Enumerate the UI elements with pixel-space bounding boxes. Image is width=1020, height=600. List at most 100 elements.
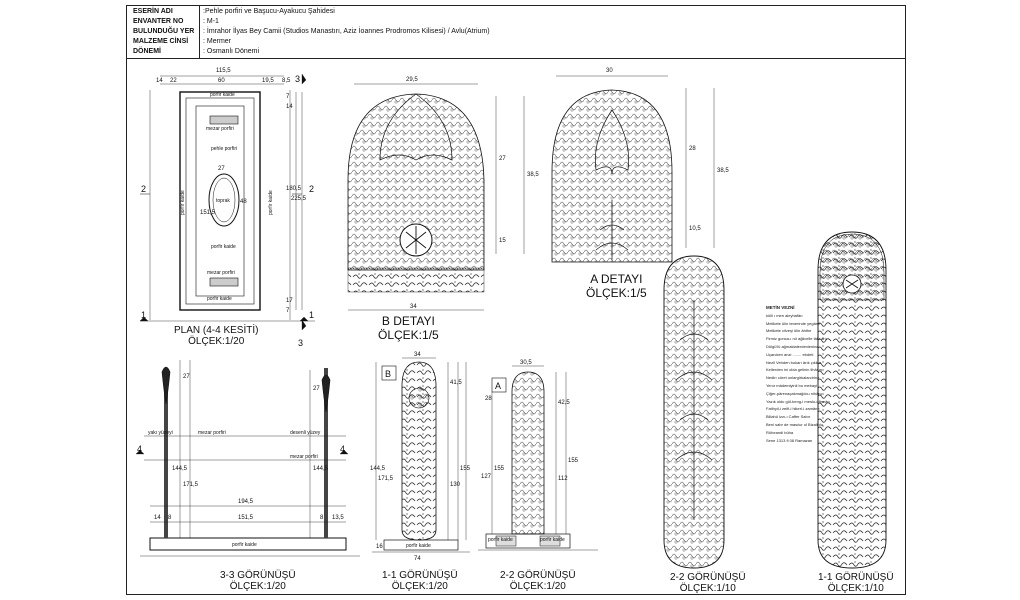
view-2-2-small-caption: 2-2 GÖRÜNÜŞÜ ÖLÇEK:1/20 [500, 570, 576, 592]
dim-label: 115,5 [216, 68, 231, 74]
dim-label: 14 [286, 104, 293, 110]
info-label: ENVANTER NO [133, 18, 184, 25]
inscription-line: Rüheandi bûha [766, 429, 794, 435]
caption-scale: ÖLÇEK:1/5 [378, 328, 439, 342]
title-block: ESERİN ADI :Pehle porfiri ve Başucu-Ayak… [127, 6, 905, 59]
detail-a-dims: 30 28 10,5 38,5 [606, 68, 729, 232]
view-2-2-small-drawing [478, 365, 598, 551]
caption-title: PLAN (4-4 KESİTİ) [174, 325, 259, 336]
inscription-line: Melikete cilveşi ülin âhthe [766, 328, 812, 334]
info-row-inventory: ENVANTER NO : M-1 [127, 17, 905, 27]
detail-b-dims: 29,5 34 27 15 38,5 [406, 77, 539, 310]
dim-label: 144,5 [370, 466, 386, 472]
dim-label: 112 [558, 476, 568, 482]
dim-label: 155 [568, 458, 579, 464]
caption-scale: ÖLÇEK:1/20 [188, 336, 245, 347]
dim-label: 10,5 [689, 226, 701, 232]
dim-label: 225,5 [291, 196, 307, 202]
info-value: : İmrahor İlyas Bey Camii (Studios Manas… [203, 28, 490, 35]
detail-b-caption: B DETAYI ÖLÇEK:1/5 [378, 314, 439, 342]
info-label: BULUNDUĞU YER [133, 28, 195, 35]
info-row-period: DÖNEMİ : Osmanlı Dönemi [127, 47, 905, 57]
dim-label: 14 [154, 515, 161, 521]
inscription-line: Uçarcken anzi ........ ebdeti [766, 351, 814, 357]
plan-labels: 115,5 22 60 19,5 14 8,5 7 14 180,5 225,5… [141, 68, 314, 348]
dim-label: 29,5 [406, 77, 418, 83]
caption-title: B DETAYI [381, 314, 435, 328]
caption-title: A DETAYI [590, 272, 643, 286]
caption-title: 1-1 GÖRÜNÜŞÜ [382, 570, 458, 581]
info-label: ESERİN ADI [133, 8, 173, 15]
dim-label: 17 [286, 298, 293, 304]
caption-title: 2-2 GÖRÜNÜŞÜ [670, 572, 746, 583]
inscription-line: Kellerden ini olda gelinin lihâsın [766, 367, 823, 373]
detail-mark: A [495, 381, 501, 391]
dim-label: 194,5 [238, 499, 254, 505]
inscription-text: METİN VEZNİ külli ı men aleyhafân Melike… [766, 304, 836, 444]
view-1-1-large-caption: 1-1 GÖRÜNÜŞÜ ÖLÇEK:1/10 [818, 572, 894, 594]
inscription-line: Çiğer-pârenaçakmağılcu nihâru [766, 390, 822, 396]
view-label: yakı yüzeyi [148, 430, 173, 436]
view-label: porfir kaide [540, 537, 565, 543]
view-1-1-small-caption: 1-1 GÖRÜNÜŞÜ ÖLÇEK:1/20 [382, 570, 458, 592]
caption-scale: ÖLÇEK:1/20 [509, 581, 566, 592]
info-label: MALZEME CİNSİ [133, 38, 189, 45]
inscription-line: Dölgü'lü ağmaktalerdenlenine [766, 343, 819, 349]
dim-label: 19,5 [262, 78, 274, 84]
section-mark: 4 [137, 444, 142, 454]
dim-label: 144,5 [313, 466, 329, 472]
plan-caption: PLAN (4-4 KESİTİ) ÖLÇEK:1/20 [174, 325, 258, 347]
dim-label: 130 [450, 482, 461, 488]
dim-label: 13,5 [332, 515, 344, 521]
caption-scale: ÖLÇEK:1/10 [679, 583, 736, 594]
plan-label: porfir kaide [207, 296, 232, 302]
detail-mark: B [385, 369, 391, 379]
dim-label: 38,5 [717, 168, 729, 174]
section-mark: 1 [141, 310, 146, 320]
view-2-2-small-labels: A 30,5 28 42,5 127 155 112 155 porfir ka… [481, 360, 579, 543]
section-mark: 1 [309, 310, 314, 320]
dim-label: 48 [240, 199, 247, 205]
inscription-line: Fatihyil-i zelfi-i hikeri-i zamâne [766, 406, 820, 412]
dim-label: 41,5 [450, 380, 462, 386]
info-row-material: MALZEME CİNSİ : Mermer [127, 37, 905, 47]
dim-label: 27 [499, 156, 506, 162]
dim-label: 171,5 [378, 476, 394, 482]
plan-label: porfir kaide [210, 92, 235, 98]
inscription-line: külli ı men aleyhafân [766, 312, 803, 318]
dim-label: 34 [410, 304, 417, 310]
plan-label: mezar porfiri [207, 270, 235, 276]
info-value: : M-1 [203, 18, 219, 25]
caption-title: 3-3 GÖRÜNÜŞÜ [220, 570, 296, 581]
view-1-1-large-drawing [817, 231, 887, 569]
view-3-3-labels: yakı yüzeyi mezar porfiri desenli yüzey … [137, 374, 345, 548]
plan-label: porfir kaide [180, 190, 186, 215]
info-row-name: ESERİN ADI :Pehle porfiri ve Başucu-Ayak… [127, 7, 905, 17]
caption-scale: ÖLÇEK:1/10 [827, 583, 884, 594]
section-mark: 3 [298, 338, 303, 348]
plan-label: pehle porfiri [211, 146, 237, 152]
inscription-line: Beni sabr de masılur ol Bizalinlu [766, 421, 823, 427]
view-label: mezar porfiri [198, 430, 226, 436]
dim-label: 38,5 [527, 172, 539, 178]
dim-label: 8 [320, 515, 324, 521]
view-1-1-small-labels: B 34 41,5 144,5 171,5 130 155 16 74 porf… [370, 352, 471, 562]
caption-scale: ÖLÇEK:1/5 [586, 286, 647, 300]
dim-label: 30,5 [520, 360, 532, 366]
view-label: porfir kaide [488, 537, 513, 543]
view-2-2-large-drawing [663, 255, 725, 569]
dim-label: 14 [156, 78, 163, 84]
title-block-divider [199, 6, 200, 58]
inscription-line: Yazık oldu gül-beng-i meslu-ı firmân [766, 398, 830, 404]
plan-view [139, 73, 315, 331]
dim-label: 28 [485, 396, 492, 402]
dim-label: 8,5 [282, 78, 291, 84]
info-value: :Pehle porfiri ve Başucu-Ayakucu Şahides… [203, 8, 335, 15]
detail-a-caption: A DETAYI ÖLÇEK:1/5 [586, 272, 647, 300]
dim-label: 155 [460, 466, 471, 472]
dim-label: 7 [286, 308, 290, 314]
dim-label: 28 [689, 146, 696, 152]
dim-label: 155 [494, 466, 505, 472]
dim-label: 42,5 [558, 400, 570, 406]
dim-label: 30 [606, 68, 613, 74]
